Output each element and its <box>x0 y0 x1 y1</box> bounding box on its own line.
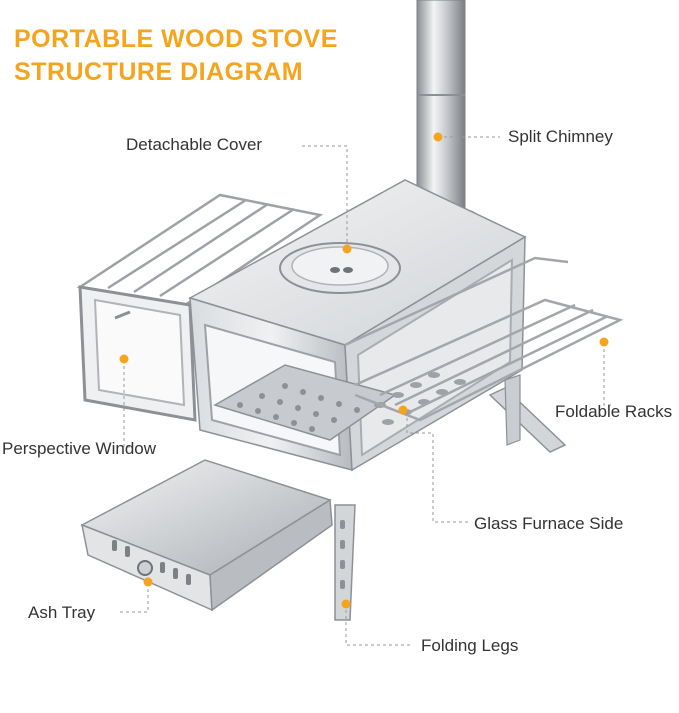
detachable-cover <box>280 243 400 293</box>
label-detachable-cover: Detachable Cover <box>126 136 262 153</box>
label-foldable-racks: Foldable Racks <box>555 403 672 420</box>
label-ash-tray: Ash Tray <box>28 604 95 621</box>
label-split-chimney: Split Chimney <box>508 128 613 145</box>
ash-tray <box>82 460 332 610</box>
label-glass-furnace-side: Glass Furnace Side <box>474 515 623 532</box>
perspective-window-frame <box>80 287 195 420</box>
label-folding-legs: Folding Legs <box>421 637 518 654</box>
label-perspective-window: Perspective Window <box>2 440 156 457</box>
